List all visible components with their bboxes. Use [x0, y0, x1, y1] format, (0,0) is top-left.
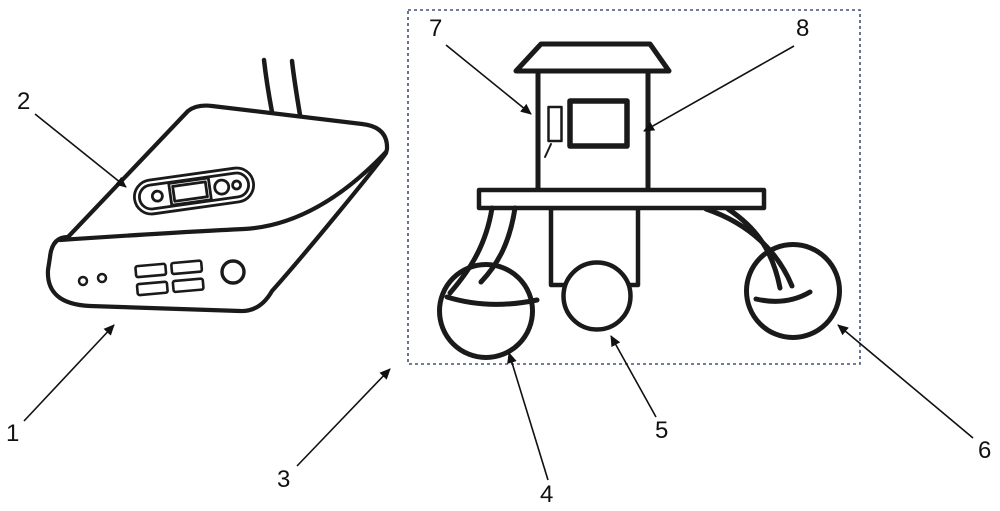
display-screen	[567, 98, 630, 149]
body-edge-crease	[57, 149, 389, 243]
middle-wheel	[561, 260, 633, 332]
control-unit-body	[45, 103, 390, 314]
left-fork-outer	[447, 205, 495, 296]
control-panel	[133, 166, 255, 216]
label-5: 5	[655, 417, 668, 444]
indicator-led	[96, 272, 108, 284]
cable-lead	[261, 57, 275, 115]
cart-roof	[513, 41, 672, 74]
label-7: 7	[429, 15, 442, 42]
line-drawing	[45, 41, 842, 360]
panel-knob	[213, 178, 231, 196]
leader-arrows	[23, 44, 974, 481]
usb-port	[135, 280, 169, 297]
label-4: 4	[540, 481, 553, 508]
leader-arrow-1	[23, 324, 115, 422]
usb-port	[171, 277, 205, 294]
leader-arrow-8	[643, 45, 795, 132]
left-fork	[444, 205, 540, 307]
sensor-lead	[544, 143, 552, 158]
label-2: 2	[17, 88, 30, 115]
dashed-boundary-box	[407, 9, 861, 365]
left-axle	[444, 294, 540, 307]
leader-arrow-6	[837, 324, 974, 439]
round-power-port	[220, 259, 246, 285]
right-fork-inner	[725, 206, 783, 291]
indicator-led	[77, 275, 89, 287]
label-1: 1	[6, 420, 19, 447]
panel-button	[231, 179, 242, 191]
usb-port	[134, 262, 168, 279]
panel-button	[150, 189, 164, 203]
right-axle	[753, 289, 813, 304]
right-wheel	[744, 242, 842, 340]
leader-arrow-4	[507, 352, 549, 481]
leader-arrow-5	[610, 335, 657, 418]
leader-arrow-3	[296, 368, 391, 467]
label-6: 6	[978, 437, 991, 464]
left-fork-inner	[478, 205, 518, 285]
cart-assembly	[437, 41, 842, 360]
cable-lead	[289, 58, 303, 118]
control-unit	[45, 57, 390, 314]
sensor-module	[547, 105, 563, 143]
label-3: 3	[277, 466, 290, 493]
panel-display	[167, 176, 213, 207]
figure-labels: 1 2 3 4 5 6 7 8	[6, 15, 991, 508]
panel-display-screen	[171, 180, 209, 203]
leader-arrow-2	[34, 113, 127, 188]
cart-platform	[476, 187, 767, 211]
right-fork	[703, 206, 813, 304]
label-8: 8	[796, 15, 809, 42]
port-array	[134, 259, 205, 297]
usb-port	[170, 259, 204, 276]
leader-arrow-7	[445, 44, 532, 115]
left-wheel	[437, 262, 535, 360]
